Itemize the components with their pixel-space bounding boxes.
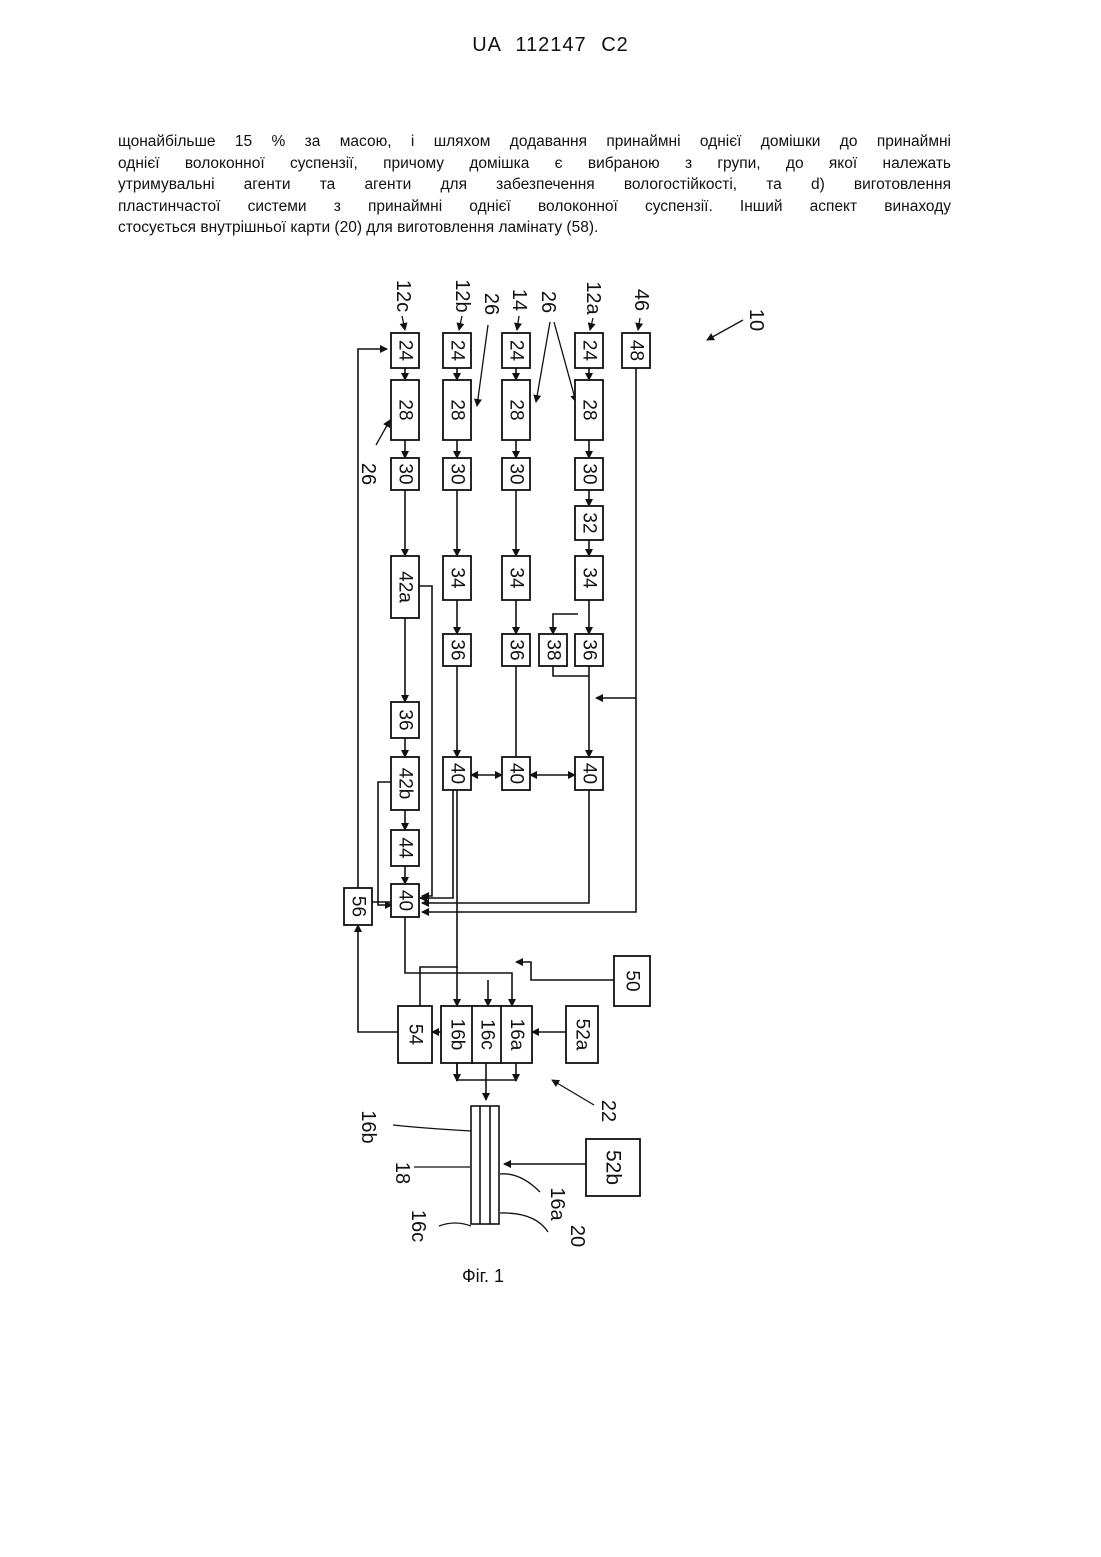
block-b52b: 52b (586, 1139, 640, 1196)
block-label: 24 (506, 340, 527, 362)
block-label: 40 (506, 763, 527, 784)
block-b54: 54 (398, 1006, 432, 1063)
block-label: 36 (395, 709, 416, 730)
block-label: 38 (543, 639, 564, 660)
block-label: 34 (579, 567, 600, 589)
block-b-36: 36 (443, 634, 471, 666)
block-b-30: 30 (443, 458, 471, 490)
block-label: 32 (579, 512, 600, 533)
ref-label-26c: 26 (357, 463, 379, 485)
ref-label-26a: 26 (480, 293, 502, 315)
block-b-34: 34 (443, 556, 471, 600)
block-c-42b: 42b (391, 757, 419, 810)
block-label: 48 (626, 340, 647, 361)
block-b16b: 16b (441, 1006, 473, 1063)
block-label: 30 (395, 463, 416, 484)
block-label: 42b (395, 768, 416, 800)
block-c-56: 56 (344, 888, 372, 925)
block-label: 30 (447, 463, 468, 484)
block-a-38: 38 (539, 634, 567, 666)
block-label: 30 (506, 463, 527, 484)
block-label: 28 (447, 399, 468, 420)
laminate-drawing (471, 1106, 499, 1224)
block-label: 40 (579, 763, 600, 784)
block-label: 36 (579, 639, 600, 660)
ref-label-22: 22 (597, 1100, 619, 1122)
block-label: 30 (579, 463, 600, 484)
block-b-28: 28 (443, 380, 471, 440)
block-label: 24 (579, 340, 600, 362)
block-label: 34 (447, 567, 468, 589)
block-a-40: 40 (575, 757, 603, 790)
ref-label-14: 14 (508, 289, 530, 311)
block-label: 44 (395, 837, 416, 859)
ref-label-12c: 12c (392, 280, 414, 312)
block-a-36: 36 (575, 634, 603, 666)
block-c-36: 36 (391, 702, 419, 738)
block-m-34: 34 (502, 556, 530, 600)
block-m-30: 30 (502, 458, 530, 490)
block-c-24: 24 (391, 333, 419, 368)
block-label: 16c (477, 1019, 498, 1050)
block-label: 40 (395, 890, 416, 911)
block-b50: 50 (614, 956, 650, 1006)
ref-label-26b: 26 (537, 291, 559, 313)
block-c-30: 30 (391, 458, 419, 490)
block-label: 56 (348, 896, 369, 917)
block-m-40: 40 (502, 757, 530, 790)
ref-label-18: 18 (391, 1162, 413, 1184)
block-a-32: 32 (575, 506, 603, 540)
block-a-28: 28 (575, 380, 603, 440)
block-label: 16a (506, 1019, 527, 1051)
block-b16c: 16c (472, 1006, 502, 1063)
block-a-34: 34 (575, 556, 603, 600)
block-c-42a: 42a (391, 556, 419, 618)
block-b48: 48 (622, 333, 650, 368)
ref-label-20: 20 (566, 1225, 588, 1247)
ref-label-12a: 12a (582, 281, 604, 315)
ref-label-16b: 16b (357, 1110, 379, 1143)
block-c-28: 28 (391, 380, 419, 440)
block-label: 24 (395, 340, 416, 362)
reference-leaders (376, 316, 743, 1232)
block-b16a: 16a (501, 1006, 532, 1063)
block-a-24: 24 (575, 333, 603, 368)
block-c-40: 40 (391, 884, 419, 917)
block-label: 40 (447, 763, 468, 784)
block-label: 42a (395, 571, 416, 603)
block-label: 28 (506, 399, 527, 420)
block-c-44: 44 (391, 830, 419, 866)
block-label: 50 (622, 970, 643, 991)
block-diagram-boxes: 24 28 30 42a 36 42b 44 40 56 24 28 30 34 36 40 24 28 30 34… (344, 333, 650, 1196)
ref-label-16c: 16c (407, 1210, 429, 1242)
block-m-24: 24 (502, 333, 530, 368)
block-m-28: 28 (502, 380, 530, 440)
block-label: 28 (395, 399, 416, 420)
block-m-36: 36 (502, 634, 530, 666)
block-label: 54 (405, 1024, 426, 1046)
block-label: 16b (447, 1019, 468, 1051)
block-b-24: 24 (443, 333, 471, 368)
block-b52a: 52a (566, 1006, 598, 1063)
block-label: 36 (447, 639, 468, 660)
figure-caption: Фіг. 1 (462, 1266, 504, 1287)
block-label: 28 (579, 399, 600, 420)
block-label: 52a (572, 1019, 593, 1051)
ref-label-16a: 16a (546, 1187, 568, 1221)
ref-label-46: 46 (630, 289, 652, 311)
block-label: 34 (506, 567, 527, 589)
block-b-40: 40 (443, 757, 471, 790)
block-label: 36 (506, 639, 527, 660)
block-label: 24 (447, 340, 468, 362)
ref-label-10: 10 (745, 309, 767, 331)
block-a-30: 30 (575, 458, 603, 490)
ref-label-12b: 12b (451, 279, 473, 312)
block-label: 52b (602, 1150, 625, 1185)
